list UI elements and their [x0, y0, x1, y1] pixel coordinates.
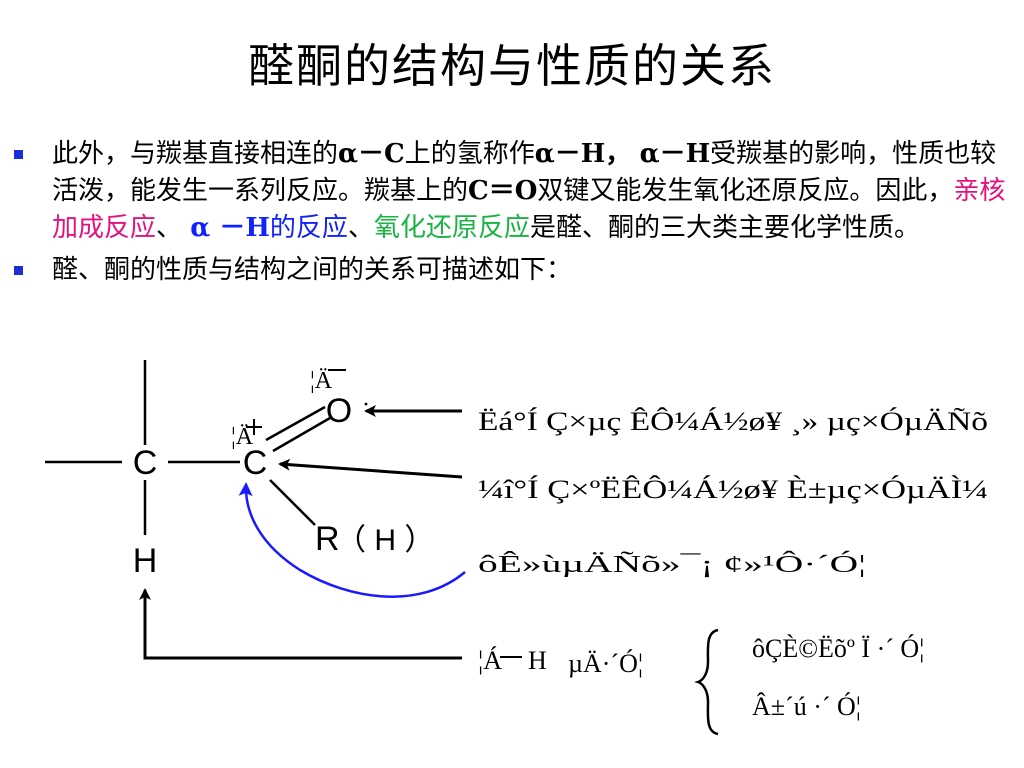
bullet-text-segment: C＝O: [468, 176, 538, 206]
delta-c-label: ¦Ä: [231, 424, 254, 450]
bullet-text-segment: 、: [347, 213, 374, 243]
curved-arrow-blue: [238, 482, 466, 598]
atom-c-right: C: [243, 444, 268, 482]
bullet-text-segment: 上的氢称作: [404, 139, 535, 169]
double-bond-2: [272, 416, 331, 453]
brace-item-top: ôÇÈ©Ëõº Ï ·´ Ó¦: [752, 634, 924, 663]
bullet-text-1: 此外，与羰基直接相连的α－C上的氢称作α－H， α－H受羰基的影响，性质也较活泼…: [52, 139, 1005, 243]
label-line-4-alpha: ¦Á: [478, 646, 502, 675]
curly-brace: [694, 628, 719, 736]
bullet-text-segment: 双键又能发生氧化还原反应。因此，: [537, 176, 954, 206]
bullet-text-segment: α－C: [338, 139, 405, 169]
label-line-1: Ëá°Í Ç×µç ÊÔ¼Á½ø¥ ¸» µç×ÓµÄÑõ: [478, 407, 988, 436]
bullet-text-segment: α－H: [639, 139, 711, 169]
bullet-text-2: 醛、酮的性质与结构之间的关系可描述如下：: [52, 255, 572, 285]
bullet-text-segment: α －H: [190, 213, 270, 243]
bullet-text-segment: 此外，与羰基直接相连的: [52, 139, 339, 169]
delta-o-label: ¦Ä: [310, 368, 333, 394]
atom-c-left: C: [133, 444, 158, 482]
arrow-h-path: [139, 588, 462, 660]
arrow-to-carbon: [278, 458, 463, 479]
bullet-square-icon: [14, 150, 23, 159]
bullet-square-icon: [14, 266, 23, 275]
structure-diagram: C C O H R （ H ） ¦Ä ¦Ä · Ëá°Í Ç×µç ÊÔ¼Á½ø…: [45, 360, 988, 736]
bullet-list: 此外，与羰基直接相连的α－C上的氢称作α－H， α－H受羰基的影响，性质也较活泼…: [12, 136, 1017, 289]
bullet-text-segment: 氧化还原反应: [373, 213, 530, 243]
bullet-text-segment: 醛、酮的性质与结构之间的关系可描述如下：: [52, 255, 573, 285]
bullet-text-segment: 是醛、酮的三大类主要化学性质。: [529, 213, 920, 243]
label-line-4-reaction: µÄ·´Ó¦: [568, 649, 643, 678]
label-line-3: ôÊ»ùµÄÑõ»¯¡ ¢»¹Ô­·´Ó¦: [478, 551, 866, 578]
atom-hydrogen: H: [133, 542, 158, 580]
bullet-text-segment: 亲核加成反应: [52, 176, 1006, 243]
bond-c-r: [269, 479, 316, 526]
bullet-text-segment: 的反应: [269, 213, 348, 243]
bullet-text-segment: 、: [156, 213, 191, 243]
atom-r-group: R: [315, 520, 340, 558]
bullet-item-2: 醛、酮的性质与结构之间的关系可描述如下：: [12, 252, 1017, 289]
double-bond-1: [265, 405, 326, 442]
bullet-item-1: 此外，与羰基直接相连的α－C上的氢称作α－H， α－H受羰基的影响，性质也较活泼…: [12, 136, 1017, 247]
oxygen-dots: ·: [362, 392, 370, 418]
page-title: 醛酮的结构与性质的关系: [248, 39, 776, 93]
bullet-text-segment: 受羰基的影响，性质也较活泼，能发生一系列反应。羰基上的: [52, 139, 997, 206]
label-line-2: ¼î°Í Ç×ºËÊÔ¼Á½ø¥ È±µç×ÓµÄÌ¼: [478, 475, 988, 504]
label-line-4-h: H: [528, 646, 547, 675]
bullet-text-segment: [631, 139, 639, 169]
bullet-text-segment: α－H，: [534, 139, 632, 169]
atom-oxygen: O: [326, 392, 352, 430]
atom-r-h: （ H ）: [336, 524, 434, 557]
brace-item-bottom: Â±´ú ·´ Ó¦: [752, 692, 861, 721]
